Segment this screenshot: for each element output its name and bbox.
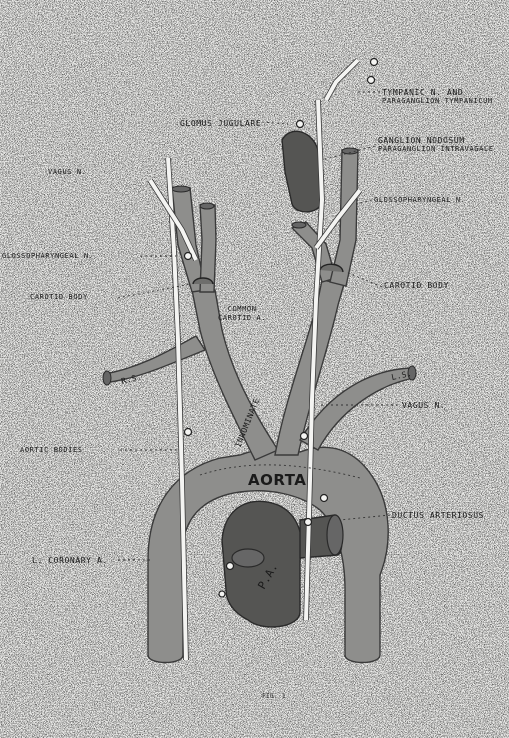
paraganglion-dot [368,77,375,84]
paraganglion-dot [297,121,304,128]
label-aortic-bodies: Aortic bodies [20,446,83,455]
label-l-coronary: L. coronary a. [32,556,108,565]
paraganglion-dot [371,59,378,66]
label-vagus-right: Vagus n. [402,401,445,410]
label-carotid-body-left: Carotid body [30,293,88,302]
label-tympanic-line2: paraganglion tympanicum [382,97,493,106]
aorta-label: AORTA [248,471,306,489]
ductus-ring [327,515,343,555]
label-vagus-left: Vagus n. [48,168,87,177]
label-tympanic: Tympanic n. and paraganglion tympanicum [382,88,493,106]
r-ica-end [172,186,190,192]
label-common-carotid-line1: Common [218,305,266,314]
label-ganglion-line1: Ganglion nodosum [378,136,494,145]
r-eca-end [200,203,214,209]
label-common-carotid: Common carotid a. [218,305,266,323]
l-ica-end [292,222,306,228]
label-ductus-arteriosus: Ductus arteriosus [392,511,484,520]
label-ganglion-line2: paraganglion intravagale [378,145,494,154]
paraganglion-dot [301,433,308,440]
paraganglion-dot [321,495,328,502]
label-carotid-body-right: Carotid body [384,281,449,290]
paraganglion-dot [185,429,192,436]
paraganglion-dot [305,519,312,526]
paraganglion-dot [185,253,192,260]
label-tympanic-line1: Tympanic n. and [382,88,493,97]
label-common-carotid-line2: carotid a. [218,314,266,323]
paraganglion-dot [227,563,234,570]
pulmonary-ring [232,549,264,567]
label-ganglion-nodosum: Ganglion nodosum paraganglion intravagal… [378,136,494,154]
rs-end [103,371,111,385]
label-glossopharyngeal-left: Glossopharyngeal n. [2,252,93,261]
paraganglion-dot [219,591,225,597]
figure-caption: Fig. 1 [262,693,286,700]
pulmonary-artery [222,501,302,627]
label-glomus-jugulare: Glomus jugulare [180,119,261,128]
label-glossopharyngeal-right: Glossopharyngeal n. [374,196,465,205]
